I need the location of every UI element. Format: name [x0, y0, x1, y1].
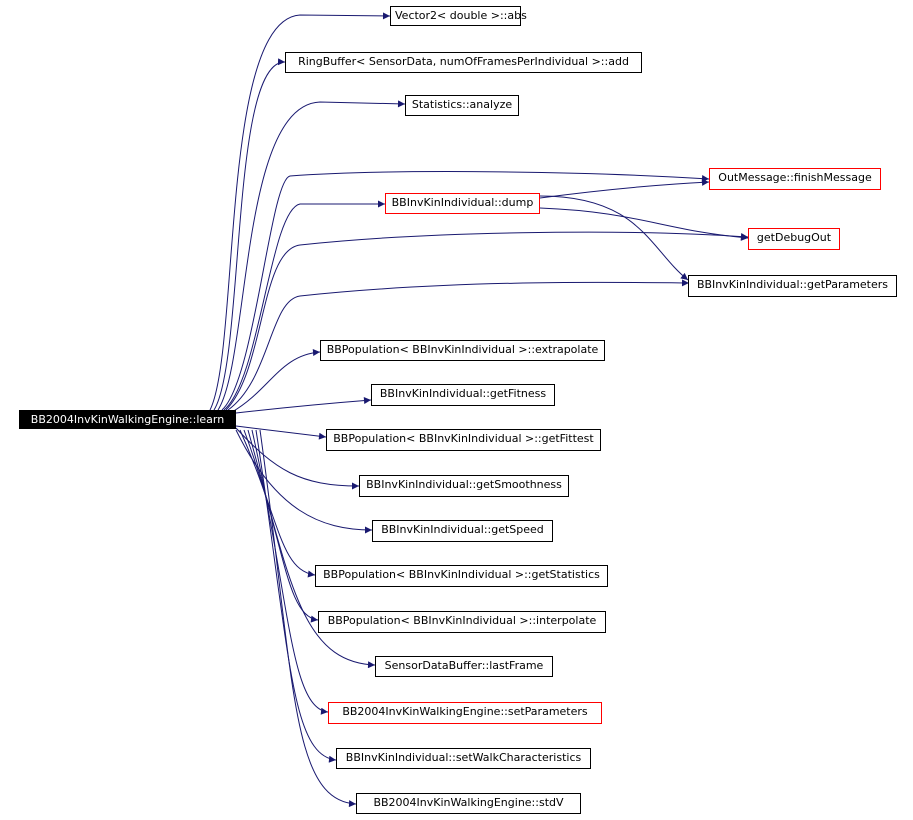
node-vector2-abs[interactable]: Vector2< double >::abs	[390, 6, 527, 26]
edge-learn-interpolate	[243, 429, 319, 623]
edge-learn-extrapolate	[231, 349, 321, 413]
edge-dump-finishMessage	[539, 178, 710, 199]
node-bbpopulation-interpolate[interactable]: BBPopulation< BBInvKinIndividual >::inte…	[318, 611, 606, 633]
node-stdv[interactable]: BB2004InvKinWalkingEngine::stdV	[356, 793, 581, 814]
node-statistics-analyze[interactable]: Statistics::analyze	[405, 95, 519, 116]
node-ringbuffer-add[interactable]: RingBuffer< SensorData, numOfFramesPerIn…	[285, 52, 642, 73]
edge-learn-add	[213, 58, 286, 411]
edge-learn-abs	[209, 12, 391, 411]
node-root-learn[interactable]: BB2004InvKinWalkingEngine::learn	[19, 410, 236, 429]
edge-learn-finishMessage	[221, 171, 710, 411]
edge-learn-getFitness	[235, 397, 372, 414]
edge-learn-getParameters	[227, 279, 690, 411]
node-bbinvkinindividual-getparameters[interactable]: BBInvKinIndividual::getParameters	[688, 275, 897, 297]
node-bbinvkinindividual-setwalkcharacteristics[interactable]: BBInvKinIndividual::setWalkCharacteristi…	[336, 748, 591, 769]
edge-learn-analyze	[217, 100, 406, 411]
node-getdebugout[interactable]: getDebugOut	[748, 228, 840, 250]
node-setparameters[interactable]: BB2004InvKinWalkingEngine::setParameters	[328, 702, 602, 724]
node-outmessage-finishmessage[interactable]: OutMessage::finishMessage	[709, 168, 881, 190]
node-bbinvkinindividual-getfitness[interactable]: BBInvKinIndividual::getFitness	[371, 384, 555, 406]
edge-learn-getDebugOut	[225, 231, 749, 411]
node-bbinvkinindividual-getspeed[interactable]: BBInvKinIndividual::getSpeed	[372, 520, 553, 542]
edge-learn-getFittest	[235, 425, 327, 440]
edge-dump-getDebugOut	[539, 207, 749, 241]
edge-learn-setWalkCharacteristics	[255, 429, 337, 763]
node-bbinvkinindividual-getsmoothness[interactable]: BBInvKinIndividual::getSmoothness	[359, 475, 569, 497]
edge-learn-getSmoothness	[235, 427, 360, 490]
node-bbpopulation-getfittest[interactable]: BBPopulation< BBInvKinIndividual >::getF…	[326, 429, 601, 451]
node-bbpopulation-getstatistics[interactable]: BBPopulation< BBInvKinIndividual >::getS…	[315, 565, 608, 587]
edge-dump-getParameters	[539, 195, 689, 281]
node-bbinvkinindividual-dump[interactable]: BBInvKinIndividual::dump	[385, 193, 540, 214]
node-sensordatabuffer-lastframe[interactable]: SensorDataBuffer::lastFrame	[375, 656, 553, 677]
edge-learn-stdV	[259, 429, 357, 808]
edge-learn-dump	[223, 200, 385, 411]
node-bbpopulation-extrapolate[interactable]: BBPopulation< BBInvKinIndividual >::extr…	[320, 340, 605, 361]
edge-learn-getStatistics	[239, 429, 316, 578]
edge-learn-getSpeed	[235, 429, 373, 534]
